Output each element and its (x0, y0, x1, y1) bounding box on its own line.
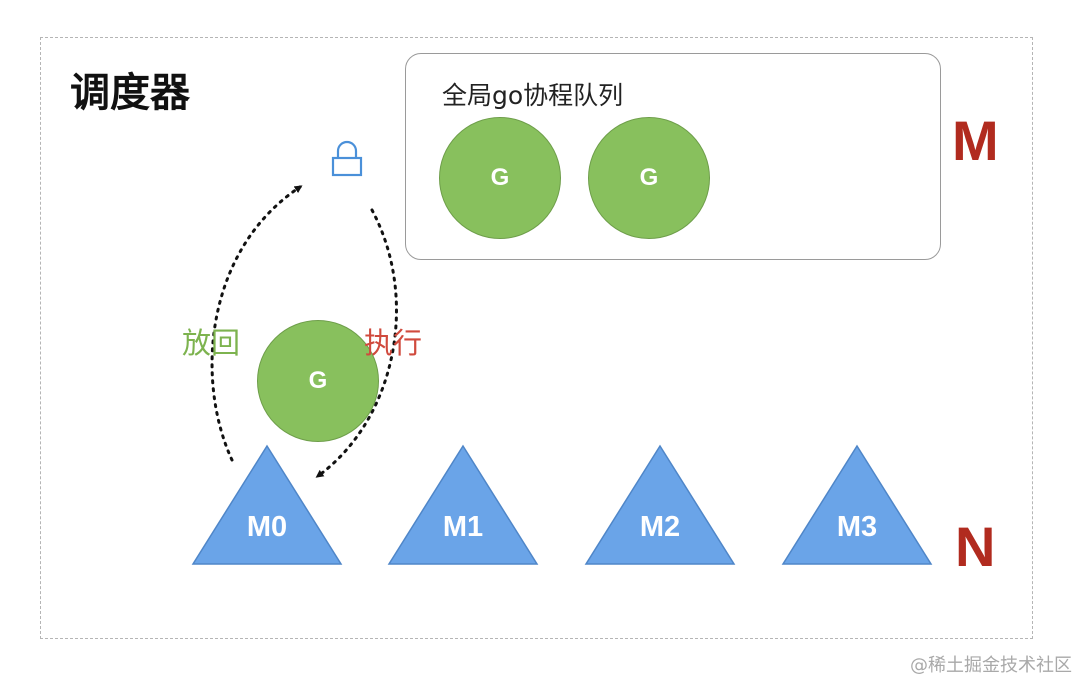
n-count-label: N (955, 515, 996, 578)
machine-m2: M2 (584, 444, 736, 565)
lock-icon (331, 140, 363, 177)
return-arrow (210, 185, 303, 462)
queued-goroutine: G (588, 117, 710, 239)
machine-m1: M1 (387, 444, 539, 565)
machine-m3: M3 (781, 444, 933, 565)
watermark: @稀土掘金技术社区 (910, 655, 1072, 676)
scheduler-frame (40, 37, 1033, 639)
machine-label: M1 (443, 511, 483, 543)
global-goroutine-queue (405, 53, 941, 260)
global-queue-title: 全局go协程队列 (442, 81, 624, 110)
machine-label: M2 (640, 511, 680, 543)
m-count-label: M (952, 109, 999, 172)
execute-label: 执行 (364, 326, 423, 360)
machine-m0: M0 (191, 444, 343, 565)
running-goroutine: G (257, 320, 379, 442)
queued-goroutine: G (439, 117, 561, 239)
return-label: 放回 (182, 326, 241, 360)
scheduler-title: 调度器 (70, 70, 190, 116)
machine-label: M0 (247, 511, 287, 543)
execute-arrow (315, 208, 398, 478)
machine-label: M3 (837, 511, 877, 543)
